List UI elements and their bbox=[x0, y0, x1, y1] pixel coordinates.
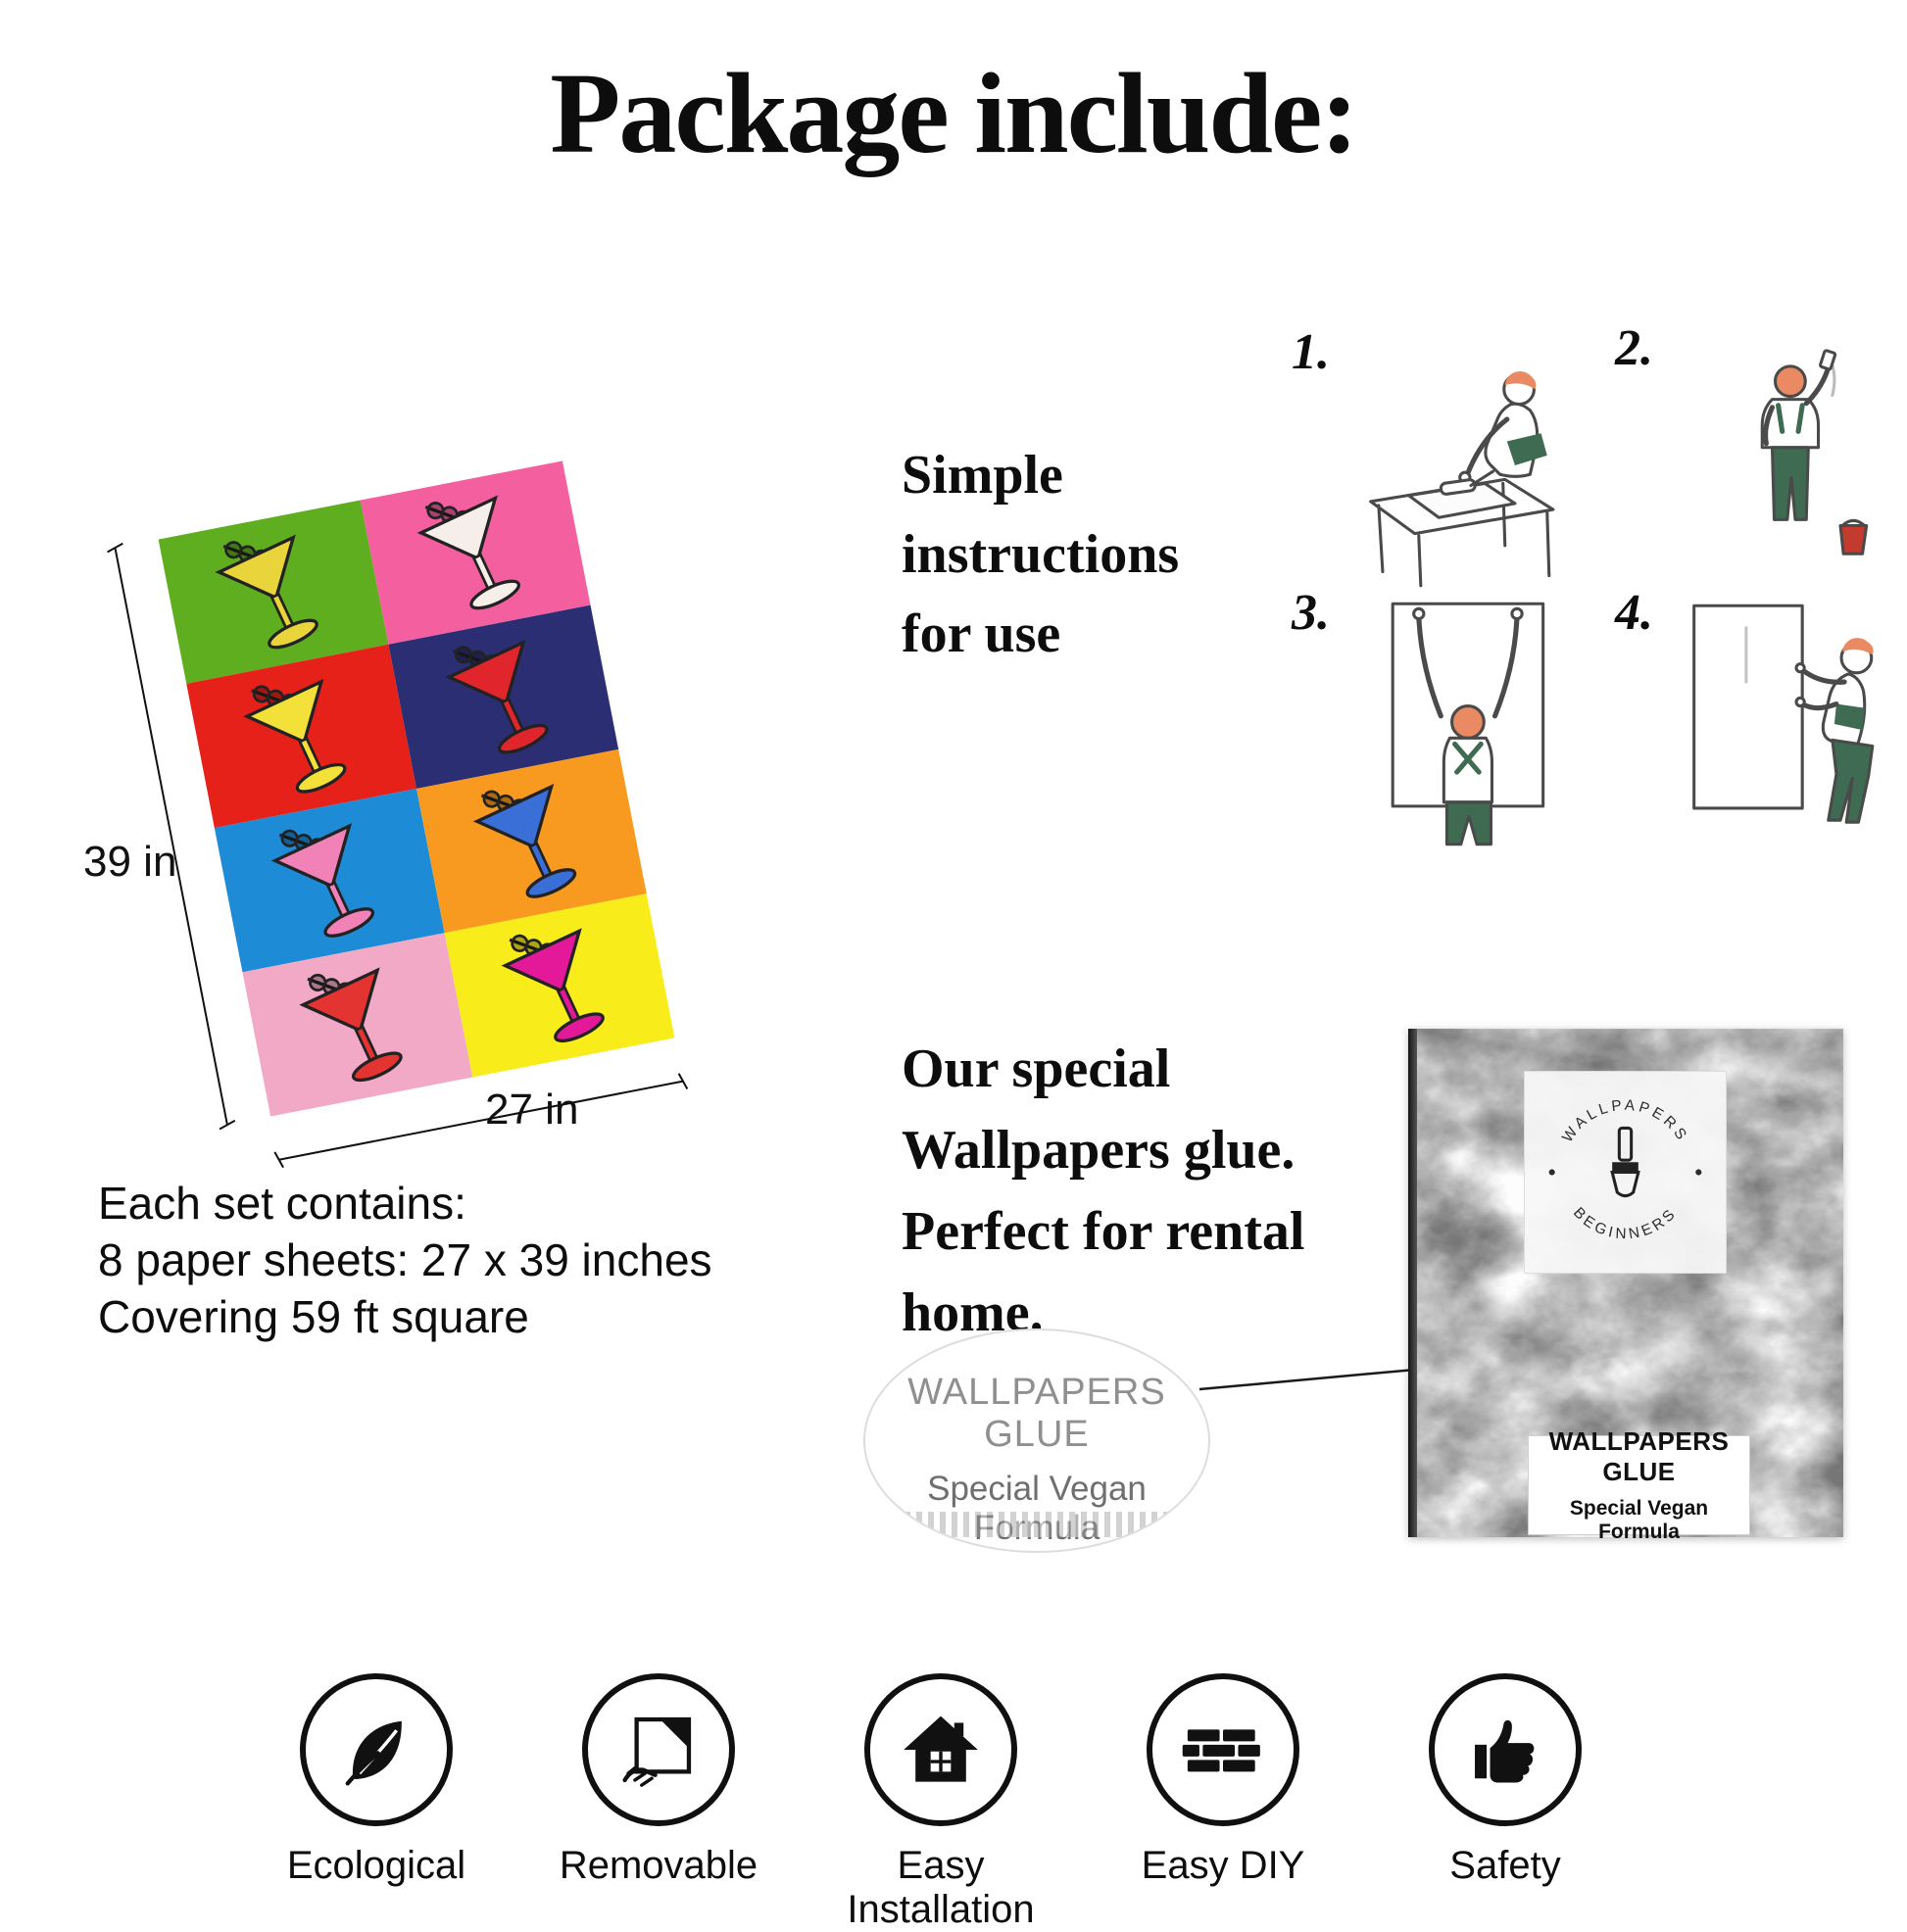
martini-glass-icon bbox=[207, 518, 339, 666]
step-number: 1. bbox=[1292, 324, 1330, 380]
set-contents-line: 8 paper sheets: 27 x 39 inches bbox=[98, 1233, 712, 1285]
instructions-heading-line: Simple bbox=[902, 445, 1063, 506]
thumbs-up-icon bbox=[1475, 1719, 1535, 1783]
svg-text:WALLPAPERS: WALLPAPERS bbox=[1559, 1097, 1691, 1146]
glue-heading-line: Wallpapers glue. bbox=[902, 1119, 1296, 1181]
glue-heading-line: Our special bbox=[902, 1038, 1171, 1099]
feature-circle bbox=[582, 1673, 735, 1826]
martini-glass-icon bbox=[291, 950, 423, 1098]
feature-label: Safety bbox=[1449, 1844, 1561, 1887]
bricks-icon bbox=[1182, 1729, 1260, 1772]
zoom-title: WALLPAPERS GLUE bbox=[907, 1372, 1166, 1455]
svg-text:BEGINNERS: BEGINNERS bbox=[1570, 1204, 1681, 1242]
feature-easy-installation: Easy Installation bbox=[800, 1673, 1082, 1932]
brand-logo-icon: WALLPAPERS BEGINNERS bbox=[1548, 1097, 1702, 1242]
step-2-illustration-icon bbox=[1760, 349, 1869, 555]
features-row: Ecological Removable Easy Installation bbox=[235, 1673, 1646, 1932]
glue-zoom-callout: WALLPAPERS GLUE Special Vegan Formula bbox=[863, 1328, 1210, 1553]
feature-removable: Removable bbox=[517, 1673, 800, 1932]
feature-ecological: Ecological bbox=[235, 1673, 517, 1932]
feature-circle bbox=[300, 1673, 453, 1826]
glue-package: WALLPAPERS BEGINNERS WALLPAPERS GLUE Spe… bbox=[1408, 1029, 1843, 1543]
step-4-illustration-icon bbox=[1692, 604, 1875, 824]
feature-label: Removable bbox=[559, 1844, 758, 1887]
step-number: 3. bbox=[1292, 585, 1330, 641]
glue-heading: Our special Wallpapers glue. Perfect for… bbox=[902, 1029, 1304, 1354]
feature-label: Easy Installation bbox=[847, 1844, 1035, 1931]
step-number: 2. bbox=[1615, 320, 1653, 376]
feature-easy-diy: Easy DIY bbox=[1082, 1673, 1364, 1932]
paintbrush-icon bbox=[1610, 1126, 1640, 1198]
feature-circle bbox=[864, 1673, 1017, 1826]
martini-glass-icon bbox=[264, 806, 396, 954]
instruction-step-1: 1. bbox=[1292, 315, 1615, 609]
wallpaper-tiles-grid bbox=[158, 460, 675, 1117]
instruction-step-4: 4. bbox=[1615, 576, 1907, 870]
instruction-step-2: 2. bbox=[1615, 312, 1907, 605]
leaf-icon bbox=[345, 1720, 402, 1786]
feature-circle bbox=[1147, 1673, 1299, 1826]
package-label-subtitle: Special Vegan Formula bbox=[1569, 1497, 1709, 1543]
martini-glass-icon bbox=[410, 479, 542, 627]
set-contents-line: Covering 59 ft square bbox=[98, 1290, 529, 1342]
glue-heading-line: Perfect for rental bbox=[902, 1200, 1305, 1262]
feature-safety: Safety bbox=[1364, 1673, 1646, 1932]
zoom-subtitle: Special Vegan Formula bbox=[927, 1470, 1147, 1547]
brand-arc-top: WALLPAPERS bbox=[1559, 1097, 1687, 1146]
martini-glass-icon bbox=[493, 911, 625, 1059]
peel-icon bbox=[622, 1716, 692, 1787]
step-3-illustration-icon bbox=[1391, 602, 1545, 846]
instructions-heading-line: instructions bbox=[902, 524, 1180, 586]
glue-brand-logo: WALLPAPERS BEGINNERS bbox=[1525, 1072, 1726, 1273]
instructions-heading-line: for use bbox=[902, 604, 1061, 665]
feature-label: Ecological bbox=[286, 1844, 466, 1887]
martini-glass-icon bbox=[437, 623, 569, 771]
instruction-step-3: 3. bbox=[1292, 576, 1615, 870]
wallpaper-sheet bbox=[114, 460, 684, 1161]
dimension-label-height: 39 in bbox=[83, 838, 177, 886]
glue-package-label: WALLPAPERS GLUE Special Vegan Formula bbox=[1528, 1426, 1750, 1543]
zoom-texture bbox=[905, 1512, 1169, 1537]
brand-arc-bottom: BEGINNERS bbox=[1570, 1204, 1677, 1242]
dimension-label-width: 27 in bbox=[485, 1086, 579, 1134]
martini-glass-icon bbox=[465, 767, 598, 915]
set-contents: Each set contains: 8 paper sheets: 27 x … bbox=[98, 1176, 712, 1346]
set-contents-line: Each set contains: bbox=[98, 1178, 466, 1229]
step-1-illustration-icon bbox=[1369, 371, 1555, 588]
martini-glass-icon bbox=[235, 662, 367, 810]
package-label-title: WALLPAPERS GLUE bbox=[1548, 1426, 1730, 1486]
feature-circle bbox=[1429, 1673, 1582, 1826]
step-number: 4. bbox=[1615, 585, 1653, 641]
house-icon bbox=[904, 1715, 978, 1782]
page-title: Package include: bbox=[550, 49, 1358, 177]
instructions-heading: Simple instructions for use bbox=[902, 436, 1179, 675]
feature-label: Easy DIY bbox=[1141, 1844, 1305, 1887]
